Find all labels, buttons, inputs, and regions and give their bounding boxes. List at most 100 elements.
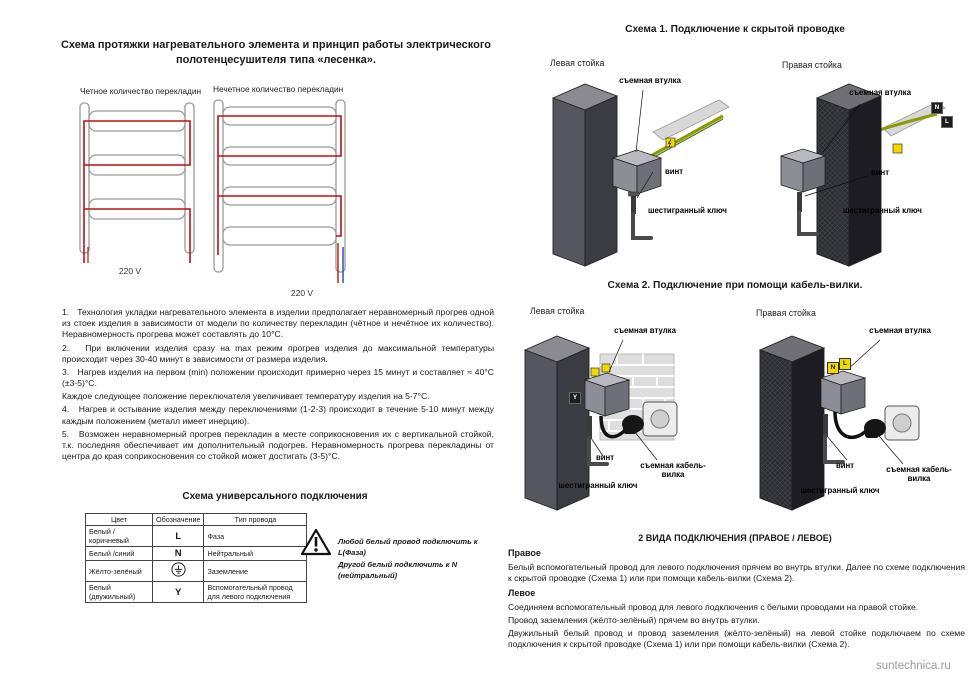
screw-label: винт xyxy=(870,168,890,177)
schema1-left-illustration: съемная втулка винт шестигранный ключ xyxy=(535,68,750,268)
warning-sticker xyxy=(601,363,611,373)
sleeve xyxy=(583,372,631,417)
even-ladder-label: Четное количество перекладин xyxy=(80,86,202,96)
schema2-right-drawing xyxy=(758,335,920,511)
left-connection-text-3: Двужильный белый провод и провод заземле… xyxy=(508,628,965,650)
heating-cable xyxy=(217,115,342,255)
cell-type: Нейтральный xyxy=(203,546,308,561)
odd-ladder-diagram xyxy=(213,99,346,283)
table-row: Белый (двужильный) Y Вспомогательный про… xyxy=(85,581,308,603)
note-3b: Каждое следующее положение переключателя… xyxy=(62,391,430,402)
ladder-frame xyxy=(213,99,346,273)
universal-title: Схема универсального подключения xyxy=(182,491,368,502)
post xyxy=(815,83,883,267)
schema2-left-illustration: съемная втулка винт съемная кабель-вилка… xyxy=(505,318,740,513)
screw-label: винт xyxy=(595,453,615,462)
left-connection-heading: Левое xyxy=(508,588,536,599)
plug-label: съемная кабель-вилка xyxy=(886,465,952,484)
schema2-right-post-label: Правая стойка xyxy=(756,308,816,318)
watermark: suntechnica.ru xyxy=(876,660,951,672)
warning-text: Любой белый провод подключить к L(Фаза) … xyxy=(338,536,496,582)
screw-label: винт xyxy=(664,167,684,176)
wire-n-marker: N xyxy=(931,102,943,114)
screw xyxy=(631,194,636,214)
voltage-label-odd: 220 V xyxy=(290,288,314,298)
cell-color: Белый /синий xyxy=(85,546,153,561)
hexkey-label: шестигранный ключ xyxy=(843,206,922,215)
wire-n-marker: N xyxy=(827,362,839,374)
heating-cable xyxy=(83,120,191,263)
ground-icon xyxy=(171,562,186,577)
col-header-type: Тип провода xyxy=(203,513,308,526)
even-ladder-diagram xyxy=(79,102,195,263)
sleeve xyxy=(819,370,867,415)
cell-type: Заземление xyxy=(203,560,308,582)
warning-sticker xyxy=(892,143,903,154)
sleeve-label: съемная втулка xyxy=(614,326,676,335)
schema1-left-drawing xyxy=(551,83,730,267)
wire-l-marker: L xyxy=(941,116,953,128)
hex-key xyxy=(797,210,819,236)
right-connection-text: Белый вспомогательный провод для левого … xyxy=(508,561,965,583)
screw-label: винт xyxy=(835,461,855,470)
voltage-label-even: 220 V xyxy=(118,266,142,276)
schema1-right-illustration: съемная втулка винт шестигранный ключ N … xyxy=(765,68,965,268)
hex-key xyxy=(823,434,845,464)
schema1-title: Схема 1. Подключение к скрытой проводке xyxy=(625,24,845,35)
post xyxy=(551,83,619,267)
note-5: 5. Возможен неравномерный прогрев перекл… xyxy=(62,428,494,462)
hex-key xyxy=(631,212,653,240)
cell-color: Белый /коричневый xyxy=(85,525,153,547)
cell-mark-L: L xyxy=(151,525,205,547)
page-title: Схема протяжки нагревательного элемента … xyxy=(60,39,492,66)
conduit xyxy=(652,99,730,141)
hexkey-label: шестигранный ключ xyxy=(648,206,727,215)
warning-sticker xyxy=(590,367,600,377)
pe-wire xyxy=(646,114,724,160)
table-row: Жёлто-зелёный Заземление xyxy=(85,560,308,582)
cell-mark-ground xyxy=(151,560,205,582)
cell-mark-Y: Y xyxy=(151,581,205,603)
cell-color: Белый (двужильный) xyxy=(85,581,153,603)
ladder-frame xyxy=(79,102,195,254)
right-connection-heading: Правое xyxy=(508,548,541,558)
schema1-right-drawing xyxy=(779,83,946,267)
note-1: 1. Технология укладки нагревательного эл… xyxy=(62,307,494,340)
col-header-color: Цвет xyxy=(85,513,153,526)
schema1-left-post-label: Левая стойка xyxy=(550,58,605,68)
schema2-left-drawing xyxy=(523,335,678,511)
sleeve-label: съемная втулка xyxy=(869,326,931,335)
screw xyxy=(797,192,802,212)
cable xyxy=(833,411,869,440)
warning-line-2: Другой белый подключить к N (нейтральный… xyxy=(338,559,458,581)
hexkey-label: шестигранный ключ xyxy=(800,486,880,495)
schema2-title: Схема 2. Подключение при помощи кабель-в… xyxy=(607,280,863,291)
note-2: 2. При включении изделия сразу на max ре… xyxy=(62,342,494,364)
warning-triangle-icon xyxy=(300,528,332,556)
left-connection-text-1: Соединяем вспомогательный провод для лев… xyxy=(508,601,919,612)
sleeve xyxy=(779,148,827,193)
connection-types-title: 2 ВИДА ПОДКЛЮЧЕНИЯ (ПРАВОЕ / ЛЕВОЕ) xyxy=(638,533,832,543)
cell-type: Вспомогательный провод для левого подклю… xyxy=(203,581,308,603)
cell-color: Жёлто-зелёный xyxy=(85,560,153,582)
post xyxy=(758,335,826,511)
notes-block: 1. Технология укладки нагревательного эл… xyxy=(62,307,494,464)
wire-table: Цвет Обозначение Тип провода Белый /кори… xyxy=(85,513,308,603)
left-connection-text-2: Провод заземления (жёлто-зелёный) прячем… xyxy=(508,614,760,625)
note-4: 4. Нагрев и остывание изделия между пере… xyxy=(62,404,494,426)
post xyxy=(523,335,591,511)
screw xyxy=(823,414,828,436)
sleeve xyxy=(611,149,663,195)
note-3: 3. Нагрев изделия на первом (min) положе… xyxy=(62,366,494,389)
table-row: Белый /коричневый L Фаза xyxy=(85,525,308,547)
col-header-mark: Обозначение xyxy=(151,513,205,526)
schema2-left-post-label: Левая стойка xyxy=(530,306,585,316)
table-row: Белый /синий N Нейтральный xyxy=(85,546,308,561)
schema1-right-post-label: Правая стойка xyxy=(782,60,842,70)
hex-key xyxy=(587,436,609,466)
cell-mark-N: N xyxy=(151,546,205,561)
plug-label: съемная кабель-вилка xyxy=(640,461,706,480)
warning-line-1: Любой белый провод подключить к L(Фаза) xyxy=(338,537,478,558)
connection-types-text: Правое Белый вспомогательный провод для … xyxy=(508,544,965,652)
